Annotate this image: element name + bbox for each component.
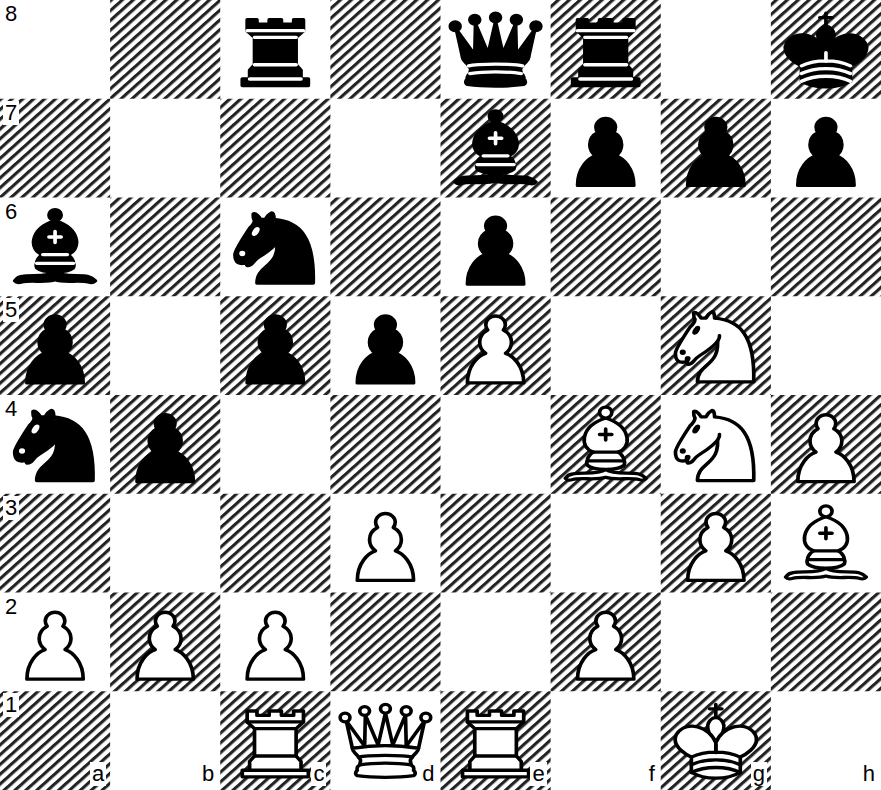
black-queen	[450, 13, 541, 86]
black-pawn	[27, 316, 83, 383]
white-pawn	[27, 612, 83, 679]
white-knight	[675, 410, 753, 480]
black-pawn	[467, 217, 523, 284]
black-pawn	[798, 119, 854, 186]
white-rook	[463, 711, 529, 777]
black-pawn	[247, 316, 303, 383]
black-bishop	[15, 210, 96, 283]
white-pawn	[357, 514, 413, 581]
file-letter: d	[420, 762, 436, 786]
rank-number: 5	[3, 298, 19, 322]
black-knight	[15, 410, 93, 480]
white-king	[675, 704, 756, 778]
white-pawn	[247, 612, 303, 679]
white-bishop	[565, 407, 646, 480]
black-pawn	[137, 415, 193, 482]
white-pawn	[688, 514, 744, 581]
black-pawn	[357, 316, 413, 383]
rank-number: 6	[3, 200, 19, 224]
white-knight	[675, 312, 753, 382]
black-pawn	[578, 119, 634, 186]
black-pieces	[15, 13, 867, 482]
file-letter: h	[861, 762, 877, 786]
white-pieces	[27, 312, 866, 779]
white-pawn	[578, 612, 634, 679]
black-rook	[573, 20, 639, 86]
file-letter: c	[311, 762, 326, 786]
white-pawn	[467, 316, 523, 383]
black-rook	[242, 20, 308, 86]
rank-number: 7	[3, 101, 19, 125]
black-knight	[235, 213, 313, 283]
white-pawn	[798, 415, 854, 482]
white-rook	[242, 711, 308, 777]
file-letter: e	[530, 762, 546, 786]
white-queen	[340, 704, 431, 777]
black-king	[785, 13, 866, 87]
file-letter: g	[751, 762, 767, 786]
file-letter: a	[90, 762, 106, 786]
rank-number: 1	[3, 693, 19, 717]
rank-number: 2	[3, 595, 19, 619]
rank-number: 8	[3, 2, 19, 26]
rank-number: 4	[3, 397, 19, 421]
white-pawn	[137, 612, 193, 679]
rank-number: 3	[3, 496, 19, 520]
file-letter: f	[647, 762, 657, 786]
black-bishop	[455, 111, 536, 184]
black-pawn	[688, 119, 744, 186]
white-bishop	[786, 506, 867, 579]
file-letter: b	[200, 762, 216, 786]
